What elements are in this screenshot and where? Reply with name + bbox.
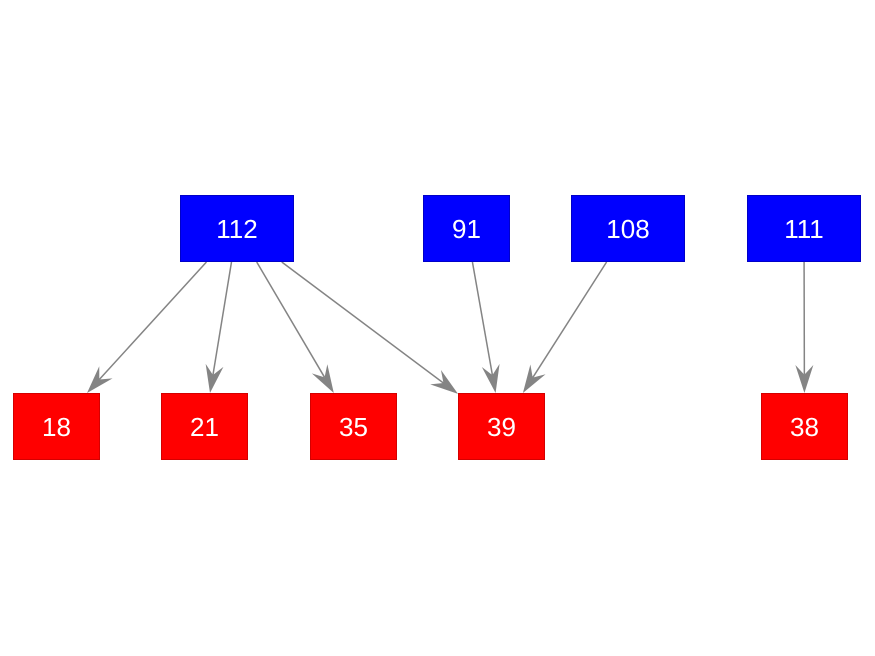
graph-node-108[interactable]: 108 [571, 195, 685, 262]
edge-arrowhead-112-18 [87, 366, 113, 393]
edge-arrowhead-112-35 [311, 364, 334, 393]
edge-arrowhead-112-39 [430, 369, 458, 394]
node-label: 18 [42, 411, 71, 442]
graph-node-111[interactable]: 111 [747, 195, 861, 262]
node-label: 35 [339, 411, 368, 442]
edge-line-112-21 [212, 261, 233, 376]
edge-arrowhead-91-39 [481, 363, 500, 393]
node-label: 39 [487, 411, 516, 442]
edge-arrowhead-108-39 [522, 364, 546, 393]
graph-node-35[interactable]: 35 [310, 393, 397, 460]
graph-node-18[interactable]: 18 [13, 393, 100, 460]
node-label: 112 [216, 213, 258, 244]
edge-line-112-35 [256, 261, 326, 378]
node-label: 91 [452, 213, 481, 244]
graph-node-21[interactable]: 21 [161, 393, 248, 460]
graph-node-112[interactable]: 112 [180, 195, 294, 262]
edge-line-108-39 [532, 261, 608, 379]
node-label: 108 [606, 213, 650, 244]
node-label: 38 [790, 411, 819, 442]
node-label: 21 [190, 411, 219, 442]
edge-arrowhead-112-21 [205, 363, 224, 393]
edge-line-112-39 [281, 261, 444, 384]
graph-node-91[interactable]: 91 [423, 195, 510, 262]
edge-line-91-39 [471, 261, 494, 376]
graph-node-38[interactable]: 38 [761, 393, 848, 460]
edge-line-112-18 [98, 261, 208, 381]
graph-node-39[interactable]: 39 [458, 393, 545, 460]
edge-arrowhead-111-38 [795, 364, 814, 393]
node-label: 111 [784, 213, 824, 244]
